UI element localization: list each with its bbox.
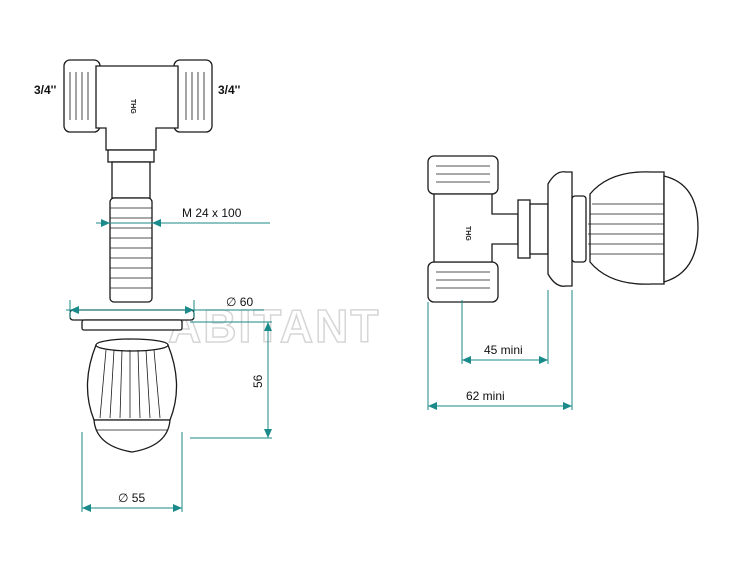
watermark: ABITANT <box>168 300 380 352</box>
threaded-stem <box>107 149 155 303</box>
connector-size-label: M 24 x 100 <box>182 206 242 220</box>
ribbed-knob <box>86 338 178 453</box>
side-brand-mark: THG <box>464 226 471 241</box>
depth-min-label: 45 mini <box>484 343 523 357</box>
tee-fitting: THG <box>63 59 213 151</box>
wall-flange <box>69 309 195 331</box>
side-stem-and-flange <box>517 171 587 287</box>
knob-height-label: 56 <box>251 374 265 388</box>
flange-diameter-label: ∅ 60 <box>226 295 253 309</box>
side-view: THG 45 mini 62 mini <box>427 155 699 410</box>
knob-diameter-label: ∅ 55 <box>118 491 145 505</box>
thread-left-label: 3/4'' <box>34 83 57 97</box>
front-view: THG 3/4'' 3/4'' M 24 x 100 <box>34 59 272 512</box>
side-tee-fitting: THG <box>427 155 519 303</box>
side-ribbed-knob <box>588 171 699 285</box>
thread-right-label: 3/4'' <box>218 83 241 97</box>
total-min-label: 62 mini <box>466 389 505 403</box>
brand-mark: THG <box>129 99 136 114</box>
